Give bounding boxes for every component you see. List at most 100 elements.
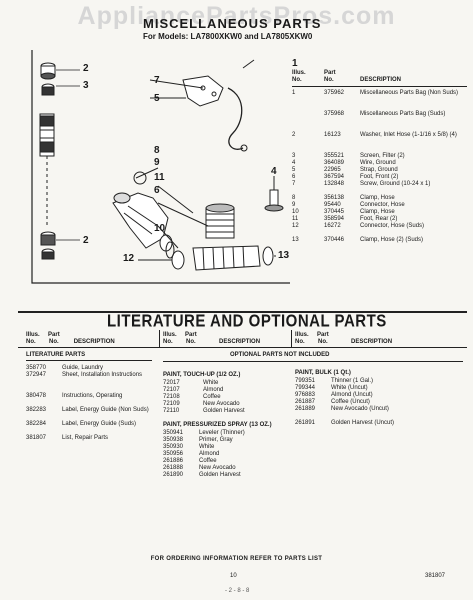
part-number: 382283 (26, 407, 47, 413)
lit-col-divider-1 (159, 330, 160, 348)
part-number: 372947 (26, 372, 47, 378)
part-description: Thinner (1 Gal.) (331, 378, 374, 384)
ordering-note: FOR ORDERING INFORMATION REFER TO PARTS … (150, 556, 323, 562)
lit-col-divider-2 (291, 330, 292, 348)
lit-header-rule (18, 347, 467, 348)
part-number: 976883 (295, 392, 316, 398)
callout-4: 4 (271, 166, 277, 177)
part-number: 350941 (163, 430, 184, 436)
part-description: Leveler (Thinner) (199, 430, 245, 436)
part-description: New Avocado (199, 465, 236, 471)
lit-col2-header: Illus. Part No. No. DESCRIPTION (163, 332, 261, 345)
part-number: 261889 (295, 406, 316, 412)
part-number: 72107 (163, 387, 180, 393)
part-description: Label, Energy Guide (Non Suds) (62, 407, 149, 413)
part-number: 350938 (163, 437, 184, 443)
illus-cell: 6 (292, 174, 296, 180)
illus-cell: 3 (292, 153, 296, 159)
literature-parts-label: LITERATURE PARTS (26, 352, 86, 358)
section-rule (18, 311, 467, 313)
illus-cell: 7 (292, 181, 296, 187)
description-cell: Clamp, Hose (2) (Suds) (360, 237, 424, 243)
part-number-cell: 356138 (324, 195, 345, 201)
part-description: Golden Harvest (199, 472, 241, 478)
part-number-cell: 16123 (324, 132, 341, 138)
part-description: White (199, 444, 215, 450)
part-number: 799351 (295, 378, 316, 384)
part-number-cell: 370446 (324, 237, 345, 243)
callout-12: 12 (123, 253, 135, 264)
illus-cell: 10 (292, 209, 299, 215)
part-number-cell: 375968 (324, 111, 345, 117)
part-description: Almond (203, 387, 224, 393)
part-number: 380478 (26, 393, 47, 399)
part-number: 261891 (295, 420, 316, 426)
header-rule (292, 86, 467, 87)
part-description: Almond (Uncut) (331, 392, 373, 398)
part-number-cell: 355521 (324, 153, 345, 159)
page-number: 10 (230, 573, 237, 579)
part-number-cell: 22965 (324, 167, 341, 173)
part-description: Coffee (203, 394, 221, 400)
part-number: 261887 (295, 399, 316, 405)
description-cell: Wire, Ground (360, 160, 396, 166)
callout-5: 5 (154, 93, 160, 104)
part-description: Sheet, Installation Instructions (62, 372, 143, 378)
illus-cell: 13 (292, 237, 299, 243)
part-number: 358770 (26, 365, 47, 371)
illus-cell: 2 (292, 132, 296, 138)
description-cell: Clamp, Hose (360, 209, 395, 215)
description-cell: Miscellaneous Parts Bag (Non Suds) (360, 90, 459, 96)
page-title: MISCELLANEOUS PARTS (143, 16, 322, 31)
touchup-label: PAINT, TOUCH-UP (1/2 OZ.) (163, 372, 241, 378)
callout-6: 6 (154, 185, 160, 196)
part-number-cell: 364089 (324, 160, 345, 166)
callout-8: 8 (154, 145, 160, 156)
part-number: 799344 (295, 385, 316, 391)
watermark: AppliancePartsPros.com (77, 2, 396, 30)
part-number: 261886 (163, 458, 184, 464)
callout-2: 2 (83, 63, 89, 74)
inlet-screen-assembly (39, 62, 56, 260)
part-number-cell: 358594 (324, 216, 345, 222)
part-description: Almond (199, 451, 220, 457)
part-number-cell: 16272 (324, 223, 341, 229)
callout-3: 3 (83, 80, 89, 91)
part-number-cell: 132848 (324, 181, 345, 187)
lit-sub-rule (26, 360, 152, 361)
part-number: 382284 (26, 421, 47, 427)
part-description: White (Uncut) (331, 385, 368, 391)
description-cell: Foot, Rear (2) (360, 216, 398, 222)
callout-1: 1 (292, 58, 298, 69)
description-cell: Strap, Ground (360, 167, 398, 173)
parts-diagram (31, 50, 290, 284)
callout-11: 11 (154, 172, 165, 183)
illus-cell: 11 (292, 216, 299, 222)
part-description: List, Repair Parts (62, 435, 109, 441)
part-number: 350930 (163, 444, 184, 450)
part-number-cell: 370445 (324, 209, 345, 215)
part-description: Guide, Laundry (62, 365, 104, 371)
part-description: New Avocado (203, 401, 240, 407)
illus-header: Illus.No. (292, 70, 306, 83)
part-number: 72017 (163, 380, 180, 386)
part-description: Primer, Gray (199, 437, 233, 443)
part-number: 72109 (163, 401, 180, 407)
callout-2b: 2 (83, 235, 89, 246)
description-cell: Connector, Hose (Suds) (360, 223, 425, 229)
document-number: 381807 (425, 573, 446, 579)
part-description: Label, Energy Guide (Suds) (62, 421, 137, 427)
spray-label: PAINT, PRESSURIZED SPRAY (13 OZ.) (163, 422, 272, 428)
description-cell: Washer, Inlet Hose (1-1/16 x 5/8) (4) (360, 132, 457, 138)
part-number-cell: 367594 (324, 174, 345, 180)
lit-col3-header: Illus. Part No. No. DESCRIPTION (295, 332, 393, 345)
part-description: Coffee (199, 458, 217, 464)
description-cell: Miscellaneous Parts Bag (Suds) (360, 111, 446, 117)
optional-rule (163, 361, 463, 362)
part-description: White (203, 380, 219, 386)
illus-cell: 5 (292, 167, 296, 173)
part-description: Coffee (Uncut) (331, 399, 370, 405)
model-line: For Models: LA7800XKW0 and LA7805XKW0 (143, 32, 313, 41)
illus-cell: 1 (292, 90, 296, 96)
